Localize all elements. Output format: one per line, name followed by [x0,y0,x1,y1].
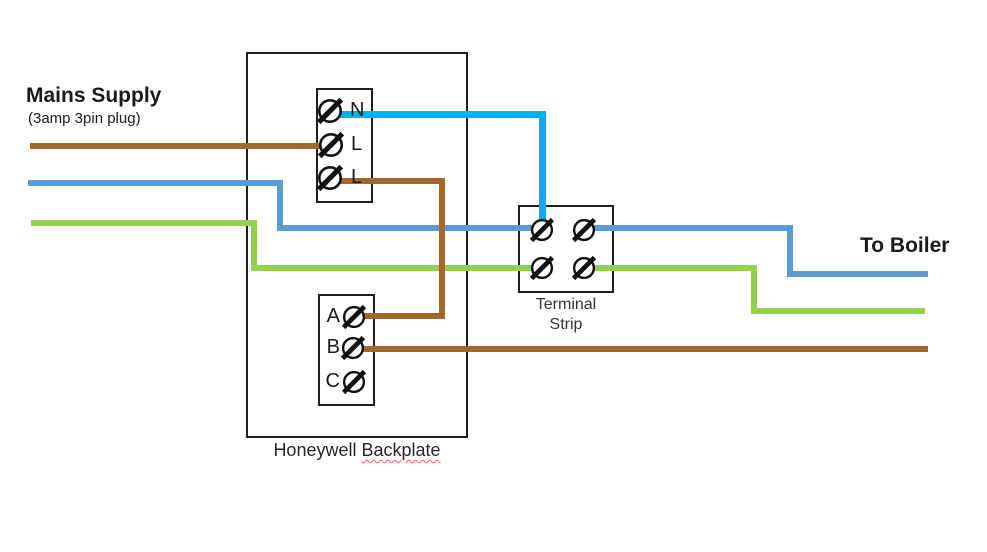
honeywell-backplate-box [246,52,468,438]
backplate-caption-word2: Backplate [361,440,441,460]
terminal-strip-caption-line1: Terminal [535,296,597,313]
to-boiler-label: To Boiler [860,234,950,257]
mains-supply-title: Mains Supply [26,84,162,107]
wire-segment [251,265,545,271]
wire-segment [330,178,445,184]
wire-segment [251,220,257,271]
wire-segment [787,225,793,277]
terminal-label-n: N [350,99,365,121]
backplate-caption-word1: Honeywell [273,440,357,460]
strip-screw-bottom-right-icon [571,255,597,281]
screw-terminal-c-icon [341,369,367,395]
wire-segment [277,180,283,230]
wire-segment [751,308,925,314]
wire-segment [354,313,445,319]
strip-screw-top-right-icon [571,217,597,243]
backplate-caption: Honeywell Backplate [246,440,468,461]
wire-segment [581,265,757,271]
wire-segment [30,143,334,149]
terminal-label-c: C [325,370,340,392]
terminal-strip-caption-line2: Strip [549,316,583,333]
wire-segment [31,220,257,226]
wire-segment [787,271,928,277]
screw-terminal-b-icon [340,335,366,361]
strip-screw-top-left-icon [529,217,555,243]
terminal-label-l2: L [351,166,363,188]
terminal-label-a: A [326,305,340,327]
wire-segment [439,178,445,319]
mains-supply-subtitle: (3amp 3pin plug) [28,110,141,127]
wire-segment [751,265,757,314]
terminal-strip-box [518,205,614,293]
wire-segment [330,111,546,118]
screw-terminal-l2-icon [316,164,344,192]
wire-segment [353,346,928,352]
strip-screw-bottom-left-icon [529,255,555,281]
terminal-label-b: B [326,336,340,358]
terminal-strip-caption: Terminal Strip [518,295,614,335]
screw-terminal-l1-icon [317,131,345,159]
wire-segment [581,225,793,231]
wire-segment [539,111,546,233]
wire-segment [277,225,545,231]
screw-terminal-a-icon [341,304,367,330]
screw-terminal-n-icon [316,97,344,125]
terminal-label-l1: L [351,133,363,155]
wire-segment [28,180,282,186]
